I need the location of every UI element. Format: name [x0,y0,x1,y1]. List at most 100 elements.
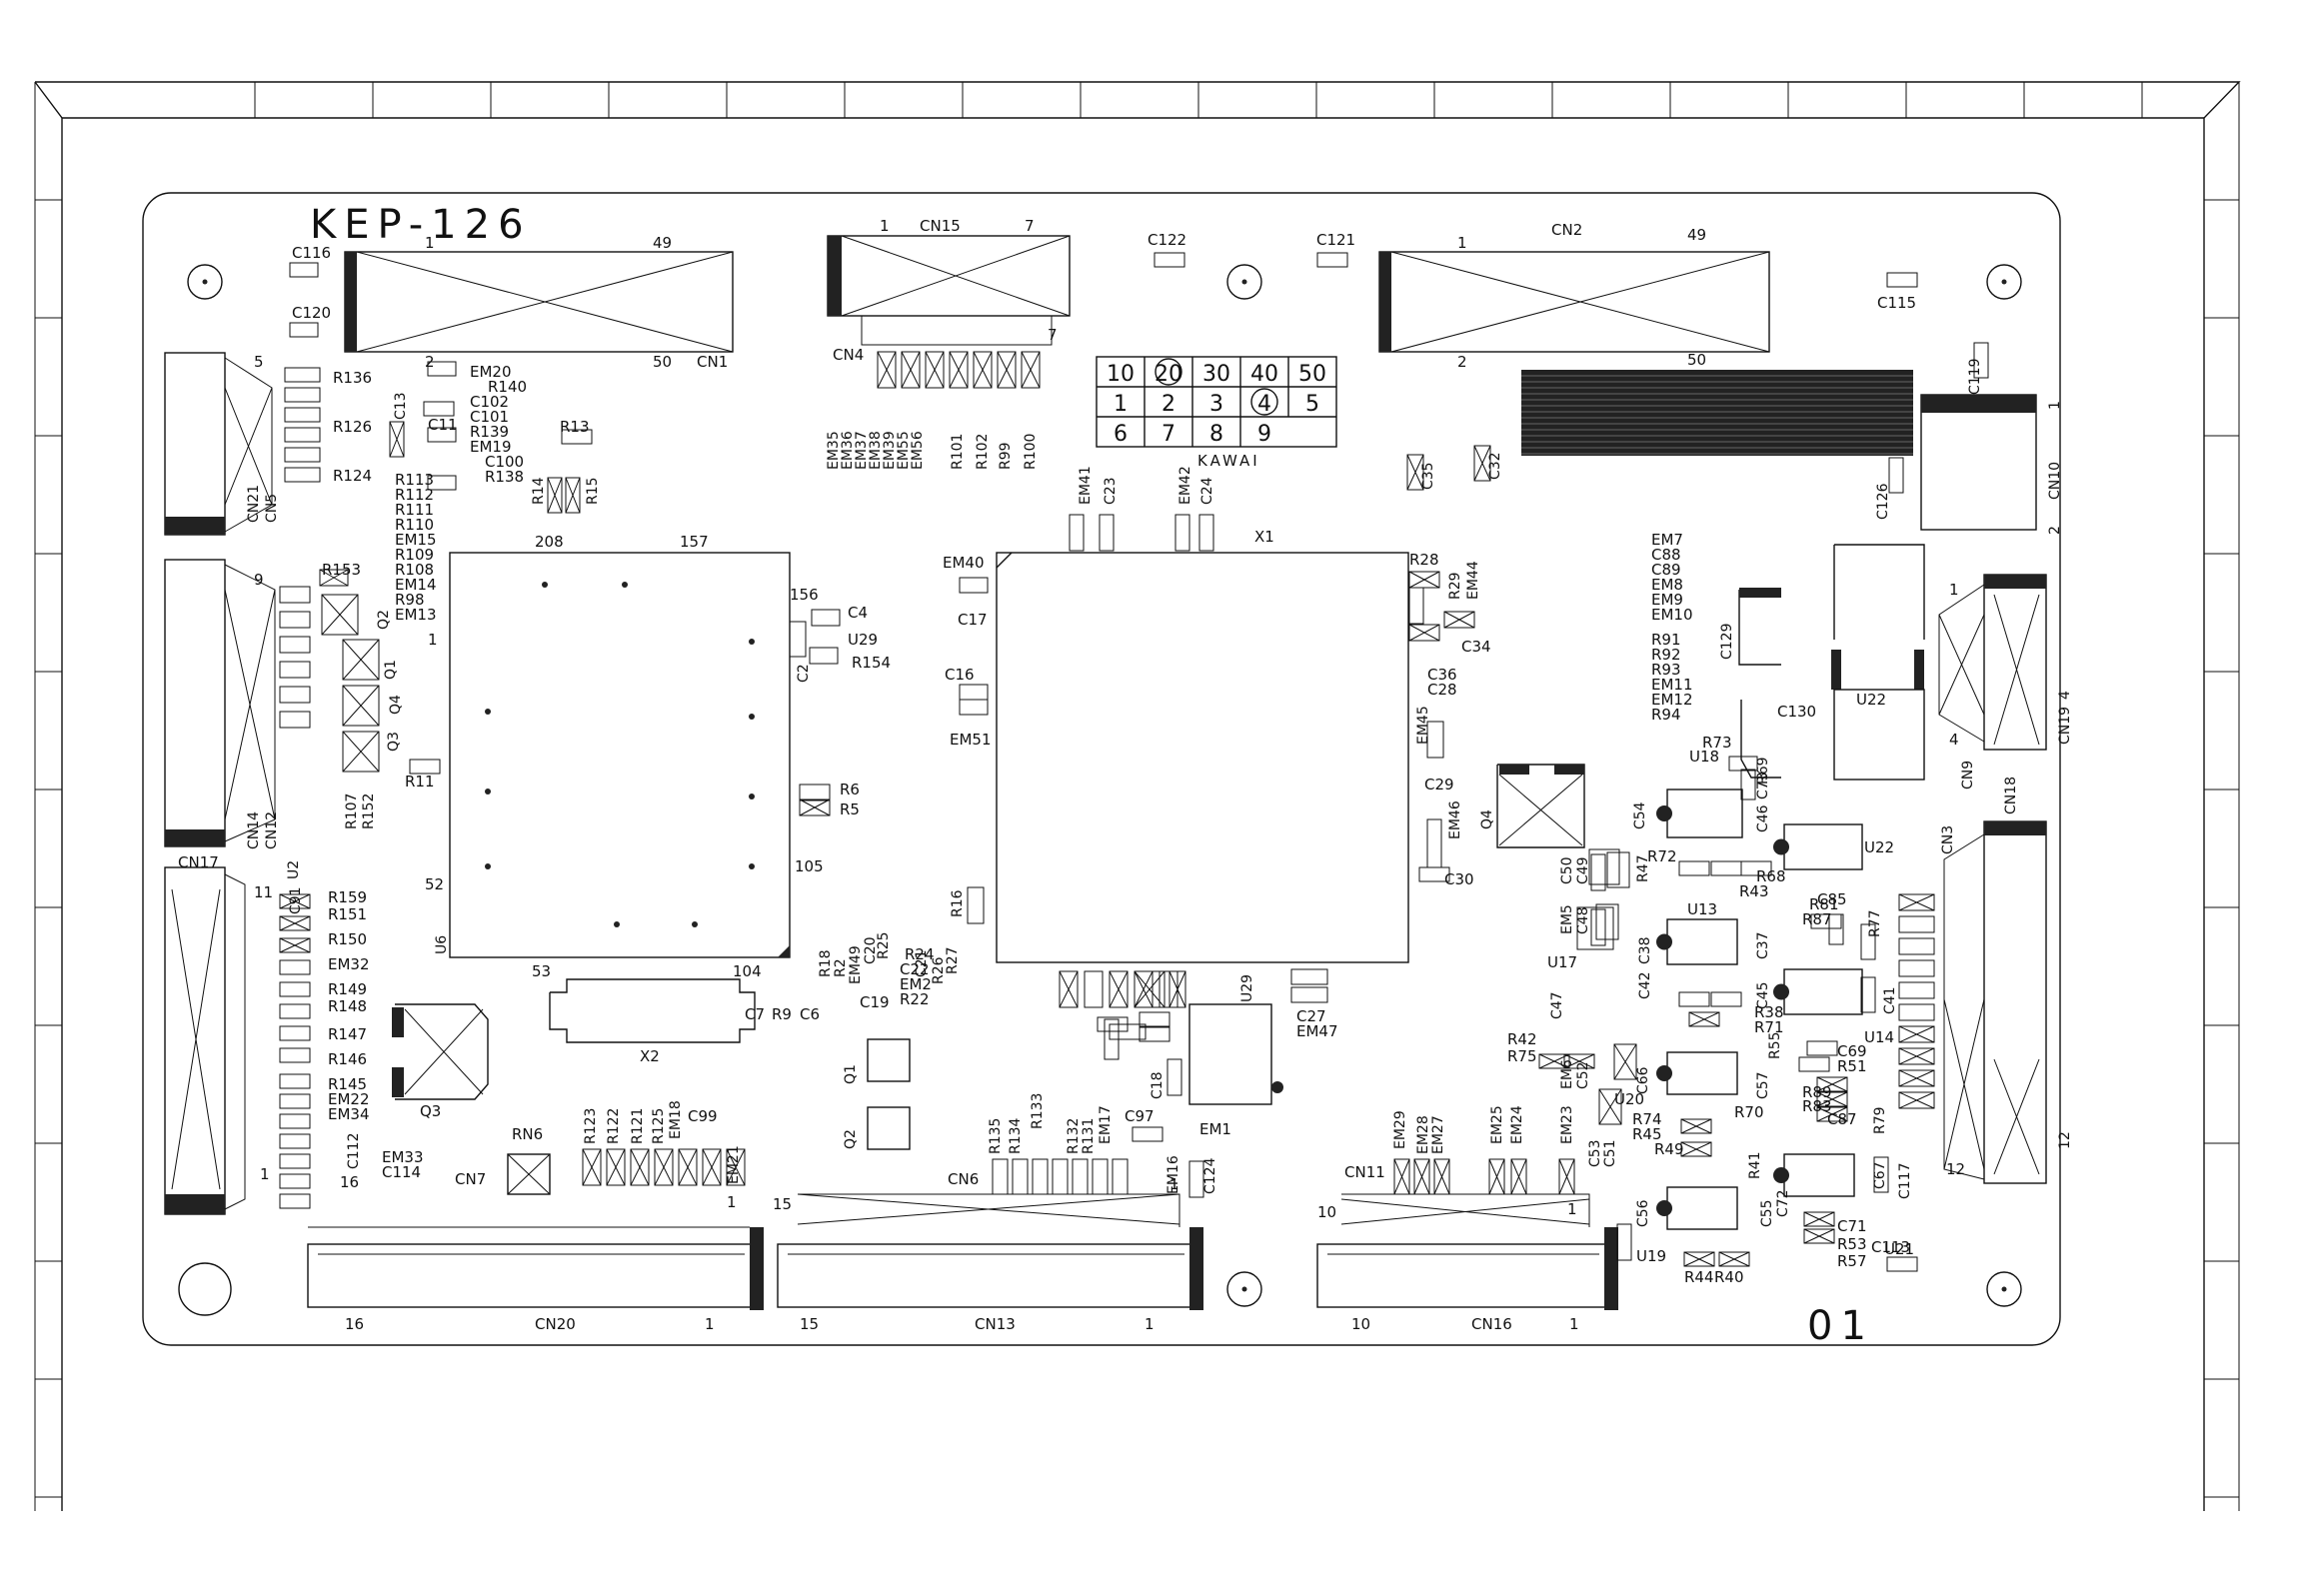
smd-part [1408,571,1440,589]
kawai-grid-cell: 9 [1257,422,1271,447]
smd-part [1590,853,1606,891]
cn21-label: CN21 [246,485,262,523]
smd-part [389,421,405,458]
ref-label: R5 [840,800,860,818]
resistor-pad [279,611,311,629]
ref-label: R146 [328,1050,367,1068]
ref-label: R139 [470,423,509,441]
cn17-pin-b: 1 [260,1165,270,1183]
smd-part [1888,457,1904,494]
resistor-pad [1139,1026,1170,1042]
smd-part [1803,1211,1835,1227]
smd-part [423,401,455,417]
ref-label: C32 [1487,452,1503,480]
smd-part [1816,1106,1848,1122]
resistor-pad [1139,1011,1170,1027]
ref-label: C116 [292,244,331,262]
ref-label: C57 [1755,1071,1771,1099]
ref-label: C20 [863,936,879,964]
smd-part [1806,1040,1838,1056]
ref-label: C119 [1967,359,1983,396]
ref-label: EM46 [1447,800,1463,839]
smd-part [1099,514,1115,552]
resistor-pad [1898,1069,1935,1087]
cn11-label: CN11 [1344,1163,1385,1181]
soic-u21 [1773,1153,1855,1197]
ref-label: C71 [1837,1217,1867,1235]
ref-label: R41 [1747,1151,1763,1179]
ref-label: C22 [900,960,930,978]
u2-pin-h: 105 [795,857,824,875]
ref-label: R107 [344,794,360,829]
component-ref: U22 [1864,838,1894,856]
resistor-pad [279,1047,311,1063]
ref-label: C122 [1148,231,1186,249]
soic-u22 [1773,823,1863,870]
resistor-pad [1393,1158,1410,1195]
smd-part [547,477,563,514]
u2-pin-a: 208 [535,533,564,551]
component-ref: U21 [1884,1240,1914,1258]
smd-part [1683,1251,1715,1267]
connector-cn9: 1 4 CN9 [1938,581,1985,790]
resistor-pad [279,1073,311,1089]
resistor-pad [582,1148,602,1186]
ref-label: R6 [840,781,860,798]
ref-label: R121 [630,1108,646,1144]
cn4-pad [877,351,897,389]
ref-label: R101 [950,434,966,470]
smd-part [1828,913,1844,945]
ref-label: R150 [328,930,367,948]
transistor-q1 [342,639,380,681]
smd-part [1886,1256,1918,1272]
component-ref: U19 [1636,1247,1666,1265]
kawai-grid-cell: 50 [1298,362,1326,387]
ref-label: R153 [322,561,361,579]
resistor-pad [284,447,321,463]
smd-part [1718,1251,1750,1267]
ref-label: C7 [745,1005,765,1023]
kawai-grid-cell: 8 [1209,422,1223,447]
ref-label: R113 [395,471,434,489]
resistor-pad [1072,1158,1089,1195]
ref-label: C121 [1316,231,1355,249]
smd-part [799,784,831,801]
kawai-grid-cell: 7 [1162,422,1175,447]
ref-label: C42 [1637,971,1653,999]
ref-label: R131 [1081,1118,1097,1154]
resistor-pad [1433,1158,1450,1195]
resistor-pad [279,686,311,704]
ref-label: C101 [470,408,509,426]
resistor-pad [279,893,311,909]
ref-label: R126 [333,418,372,436]
ref-label: R109 [395,546,434,564]
ref-label: EM8 [1651,576,1683,594]
resistor-pad [279,1093,311,1109]
ref-label: C51 [1602,1139,1618,1167]
ref-label: C6 [800,1005,820,1023]
ref-label: R22 [900,990,930,1008]
ref-label: R136 [333,369,372,387]
smd-part [1810,913,1842,929]
resistor-pad [678,1148,698,1186]
ref-label: R55 [1767,1031,1783,1059]
smd-part [1816,1091,1848,1107]
ref-label: R140 [488,378,527,396]
smd-part [1290,968,1328,985]
u6-label: X1 [1254,528,1274,546]
component-ref: Q2 [376,610,392,630]
kawai-grid-cell: 40 [1250,362,1278,387]
smd-part [1188,1160,1204,1198]
ref-label: C23 [1103,477,1119,505]
ref-label: R26 [931,956,947,984]
cn20-label: CN20 [535,1315,576,1333]
resistor-pad [702,1148,722,1186]
smd-part [1588,848,1620,885]
ref-label: EM37 [854,431,870,470]
ref-label: EM23 [1559,1105,1575,1144]
ref-label: EM9 [1651,591,1683,609]
connector-cn10: CN10 1 2 [1920,394,2063,535]
resistor-pad [1084,970,1104,1008]
cn1-pin-d: 50 [653,353,672,371]
